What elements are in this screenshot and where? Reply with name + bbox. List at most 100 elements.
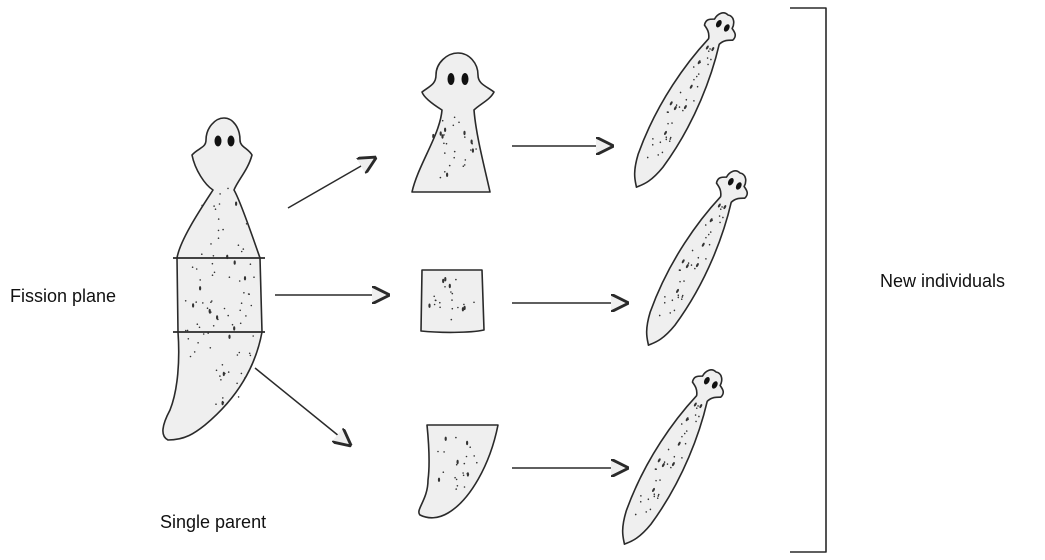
speckle	[219, 193, 221, 195]
speckle	[249, 353, 251, 355]
speckle	[246, 223, 248, 225]
speckle	[449, 165, 451, 167]
speckle	[457, 460, 459, 464]
speckle	[464, 486, 466, 488]
speckle	[210, 311, 212, 313]
speckle	[450, 291, 452, 293]
speckle	[252, 335, 254, 337]
new-individual-3	[609, 364, 731, 553]
speckle	[219, 375, 221, 377]
speckle	[203, 333, 205, 335]
speckle	[435, 300, 437, 302]
speckle	[455, 279, 457, 281]
speckle	[215, 403, 217, 405]
speckle	[250, 263, 252, 265]
speckle	[238, 244, 240, 246]
speckle	[190, 356, 192, 358]
speckle	[210, 301, 212, 303]
speckle	[244, 377, 246, 379]
speckle	[251, 305, 253, 307]
speckle	[439, 307, 441, 309]
middle-fragment-body	[421, 270, 484, 332]
speckle	[234, 260, 236, 264]
parent-eye-left	[215, 136, 222, 147]
new-individual-3-body	[609, 364, 731, 553]
speckle	[235, 202, 237, 206]
speckle	[223, 372, 225, 376]
speckle	[438, 478, 440, 482]
speckle	[233, 326, 235, 330]
speckle	[463, 131, 465, 135]
speckle	[457, 307, 459, 309]
speckle	[220, 379, 222, 381]
speckle	[215, 208, 217, 210]
parent-eye-right	[228, 136, 235, 147]
speckle	[464, 164, 466, 166]
speckle	[476, 462, 478, 464]
speckle	[185, 300, 187, 302]
speckle	[451, 319, 453, 321]
fission-plane-label: Fission plane	[10, 286, 116, 307]
speckle	[216, 315, 218, 319]
speckle	[440, 131, 442, 135]
tail-fragment-body	[419, 425, 498, 518]
new-individual-2	[633, 165, 755, 354]
speckle	[187, 330, 189, 332]
parent-worm	[163, 118, 262, 440]
speckle	[201, 205, 203, 207]
tail-fragment	[419, 425, 498, 518]
speckle	[207, 307, 209, 309]
speckle	[443, 471, 445, 473]
parent-worm-body	[163, 118, 262, 440]
speckle	[443, 143, 445, 145]
speckle	[437, 451, 439, 453]
speckle	[192, 266, 194, 268]
head-fragment	[412, 53, 494, 192]
speckle	[464, 463, 466, 465]
speckle	[444, 152, 446, 154]
speckle	[462, 307, 464, 311]
arrow-to-tail-fragment	[255, 368, 350, 445]
speckle	[218, 237, 220, 239]
speckle	[213, 205, 215, 207]
speckle	[238, 396, 240, 398]
speckle	[228, 371, 230, 373]
speckle	[196, 268, 198, 270]
speckle	[454, 151, 456, 153]
speckle	[236, 383, 238, 385]
speckle	[463, 165, 465, 167]
speckle	[185, 330, 187, 332]
speckle	[469, 446, 471, 448]
speckle	[475, 148, 477, 150]
speckle	[444, 286, 446, 288]
speckle	[449, 284, 451, 288]
speckle	[227, 315, 229, 317]
speckle	[195, 301, 197, 303]
speckle	[446, 143, 448, 145]
head-fragment-eye-left	[448, 73, 455, 85]
speckle	[243, 292, 245, 294]
speckle	[465, 159, 467, 161]
speckle	[218, 218, 220, 220]
speckle	[218, 230, 220, 232]
speckle	[453, 157, 455, 159]
speckle	[241, 251, 243, 253]
speckle	[199, 279, 201, 281]
speckle	[222, 397, 224, 399]
speckle	[455, 437, 457, 439]
speckle	[432, 134, 434, 138]
speckle	[434, 304, 436, 306]
speckle	[444, 171, 446, 173]
speckle	[442, 120, 444, 122]
speckle	[241, 302, 243, 304]
speckle	[456, 479, 458, 481]
speckle	[245, 315, 247, 317]
speckle	[210, 243, 212, 245]
speckle	[241, 373, 243, 375]
speckle	[212, 274, 214, 276]
speckle	[197, 342, 199, 344]
arrow-to-head-fragment	[288, 158, 375, 208]
speckle	[466, 441, 468, 445]
speckle	[216, 370, 218, 372]
speckle	[445, 437, 447, 441]
